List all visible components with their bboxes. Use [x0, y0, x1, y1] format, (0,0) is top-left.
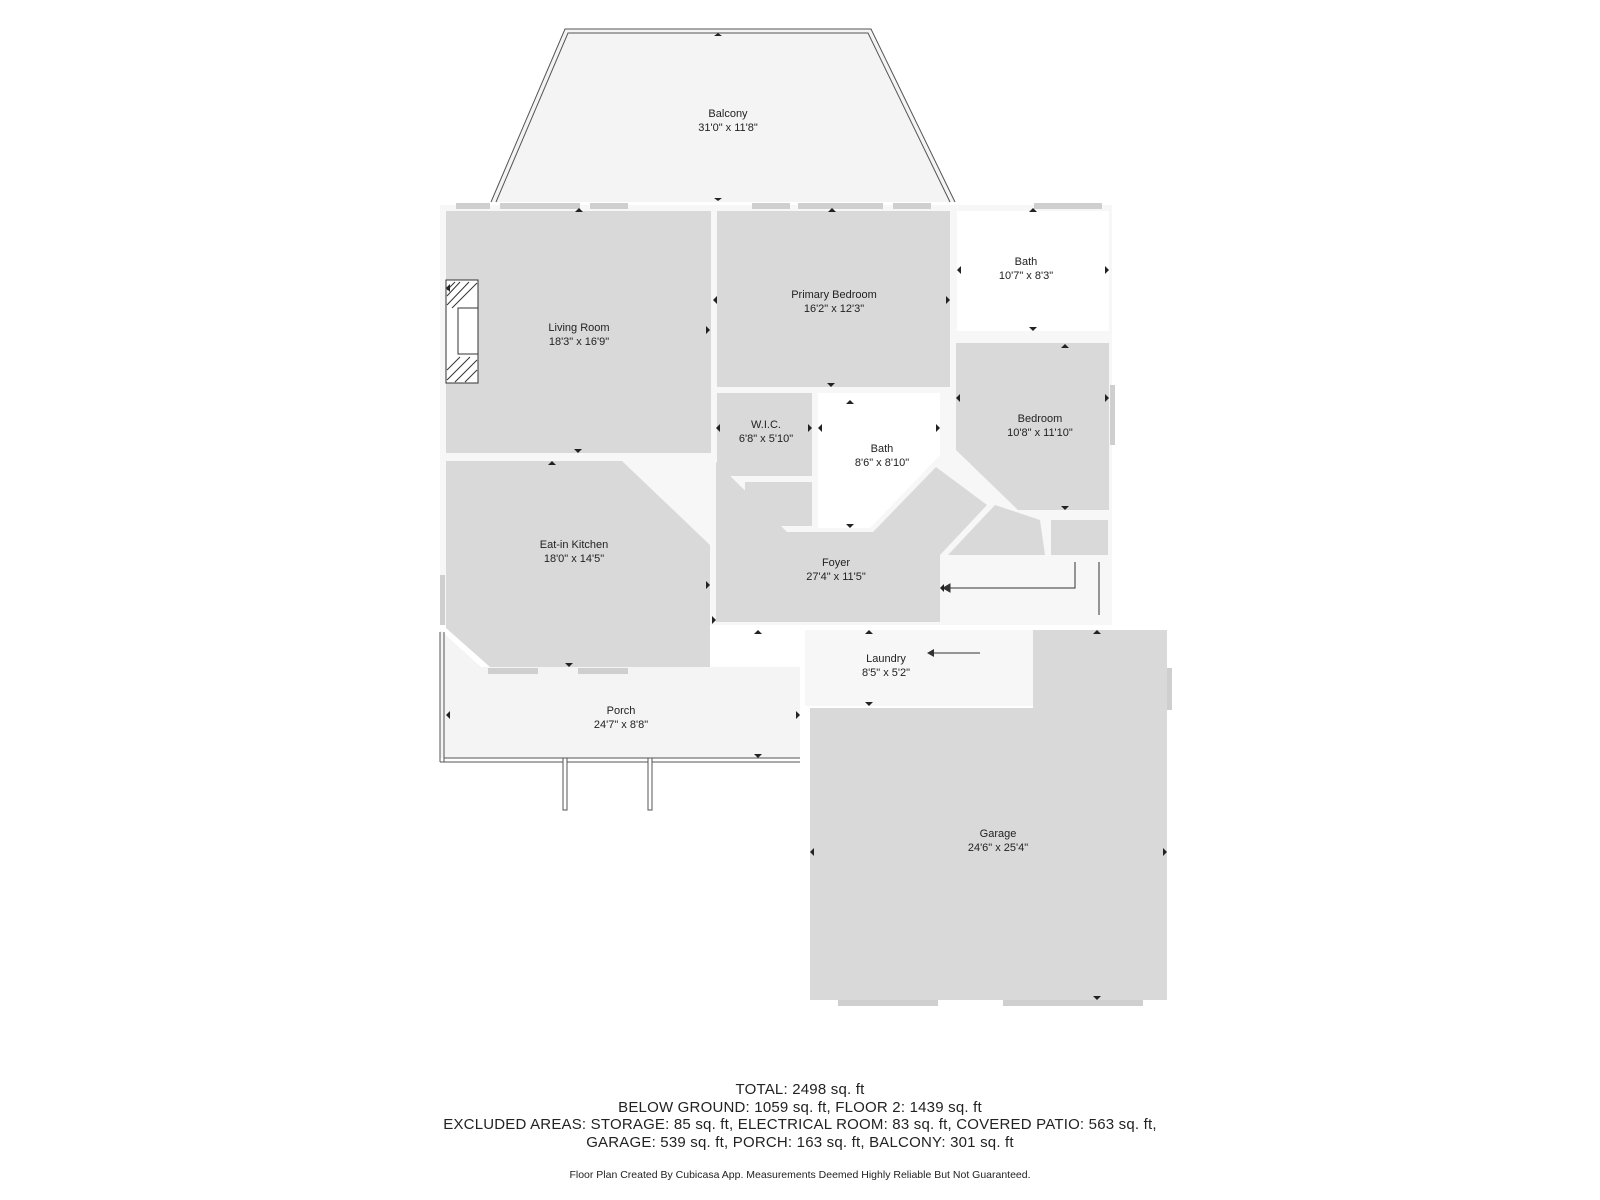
- living-room-area: [446, 211, 711, 453]
- svg-text:Bath: Bath: [871, 443, 894, 455]
- room-label-balcony: Balcony 31'0" x 11'8": [698, 108, 758, 134]
- svg-text:8'6" x 8'10": 8'6" x 8'10": [855, 457, 909, 469]
- svg-text:Laundry: Laundry: [866, 653, 906, 665]
- svg-text:Bath: Bath: [1015, 256, 1038, 268]
- storage-area: [948, 505, 1045, 555]
- summary-total: TOTAL: 2498 sq. ft: [735, 1081, 865, 1098]
- svg-text:Bedroom: Bedroom: [1018, 413, 1063, 425]
- bath-primary-area: [957, 211, 1109, 331]
- room-label-living-room: Living Room 18'3" x 16'9": [548, 322, 609, 348]
- garage-area: [810, 630, 1167, 1000]
- svg-text:24'7" x 8'8": 24'7" x 8'8": [594, 719, 648, 731]
- svg-text:W.I.C.: W.I.C.: [751, 419, 781, 431]
- svg-text:6'8" x 5'10": 6'8" x 5'10": [739, 433, 793, 445]
- hall-lines: [941, 562, 1100, 615]
- wic-area: [717, 393, 812, 476]
- svg-text:16'2" x 12'3": 16'2" x 12'3": [804, 303, 864, 315]
- floor-plan: Balcony 31'0" x 11'8" Living Room 18'3" …: [439, 28, 1172, 1006]
- bedroom-area: [956, 343, 1109, 510]
- room-label-primary-bedroom: Primary Bedroom 16'2" x 12'3": [791, 289, 877, 315]
- room-label-kitchen: Eat-in Kitchen 18'0" x 14'5": [540, 539, 608, 565]
- svg-text:Balcony: Balcony: [708, 108, 748, 120]
- electrical-area: [1051, 520, 1108, 555]
- kitchen-area: [446, 461, 710, 667]
- area-summary: TOTAL: 2498 sq. ft BELOW GROUND: 1059 sq…: [0, 1081, 1600, 1151]
- svg-text:Porch: Porch: [607, 705, 636, 717]
- svg-text:10'8" x 11'10": 10'8" x 11'10": [1007, 427, 1073, 439]
- svg-text:27'4" x 11'5": 27'4" x 11'5": [806, 571, 866, 583]
- room-label-foyer: Foyer 27'4" x 11'5": [806, 557, 866, 583]
- summary-below-ground: BELOW GROUND: 1059 sq. ft, FLOOR 2: 1439…: [618, 1098, 982, 1116]
- svg-text:Foyer: Foyer: [822, 557, 850, 569]
- svg-text:Garage: Garage: [980, 828, 1017, 840]
- svg-text:18'3" x 16'9": 18'3" x 16'9": [549, 336, 609, 348]
- svg-text:8'5" x 5'2": 8'5" x 5'2": [862, 667, 910, 679]
- credit-note: Floor Plan Created By Cubicasa App. Meas…: [569, 1169, 1031, 1181]
- summary-excluded-line2: GARAGE: 539 sq. ft, PORCH: 163 sq. ft, B…: [586, 1133, 1014, 1151]
- room-label-bath-primary: Bath 10'7" x 8'3": [999, 256, 1053, 282]
- room-label-garage: Garage 24'6" x 25'4": [968, 828, 1028, 854]
- primary-bedroom-area: [717, 211, 950, 387]
- porch-area: [439, 630, 800, 811]
- svg-text:10'7" x 8'3": 10'7" x 8'3": [999, 270, 1053, 282]
- room-label-bath-hall: Bath 8'6" x 8'10": [855, 443, 909, 469]
- room-label-wic: W.I.C. 6'8" x 5'10": [739, 419, 793, 445]
- svg-text:24'6" x 25'4": 24'6" x 25'4": [968, 842, 1028, 854]
- room-label-bedroom: Bedroom 10'8" x 11'10": [1007, 413, 1073, 439]
- door-marks: [446, 33, 1167, 1000]
- fireplace: [445, 279, 479, 384]
- summary-excluded-line1: EXCLUDED AREAS: STORAGE: 85 sq. ft, ELEC…: [443, 1116, 1157, 1133]
- bath-hall-area: [818, 393, 940, 528]
- svg-text:18'0" x 14'5": 18'0" x 14'5": [544, 553, 604, 565]
- svg-text:Eat-in Kitchen: Eat-in Kitchen: [540, 539, 608, 551]
- room-label-porch: Porch 24'7" x 8'8": [594, 705, 648, 731]
- svg-text:31'0" x 11'8": 31'0" x 11'8": [698, 122, 758, 134]
- laundry-area: [805, 630, 1033, 706]
- laundry-arrow: [927, 649, 980, 657]
- svg-text:Primary Bedroom: Primary Bedroom: [791, 289, 877, 301]
- window-marks: [440, 203, 1172, 1006]
- room-label-laundry: Laundry 8'5" x 5'2": [862, 653, 910, 679]
- svg-text:Living Room: Living Room: [548, 322, 609, 334]
- foyer-area: [716, 462, 987, 622]
